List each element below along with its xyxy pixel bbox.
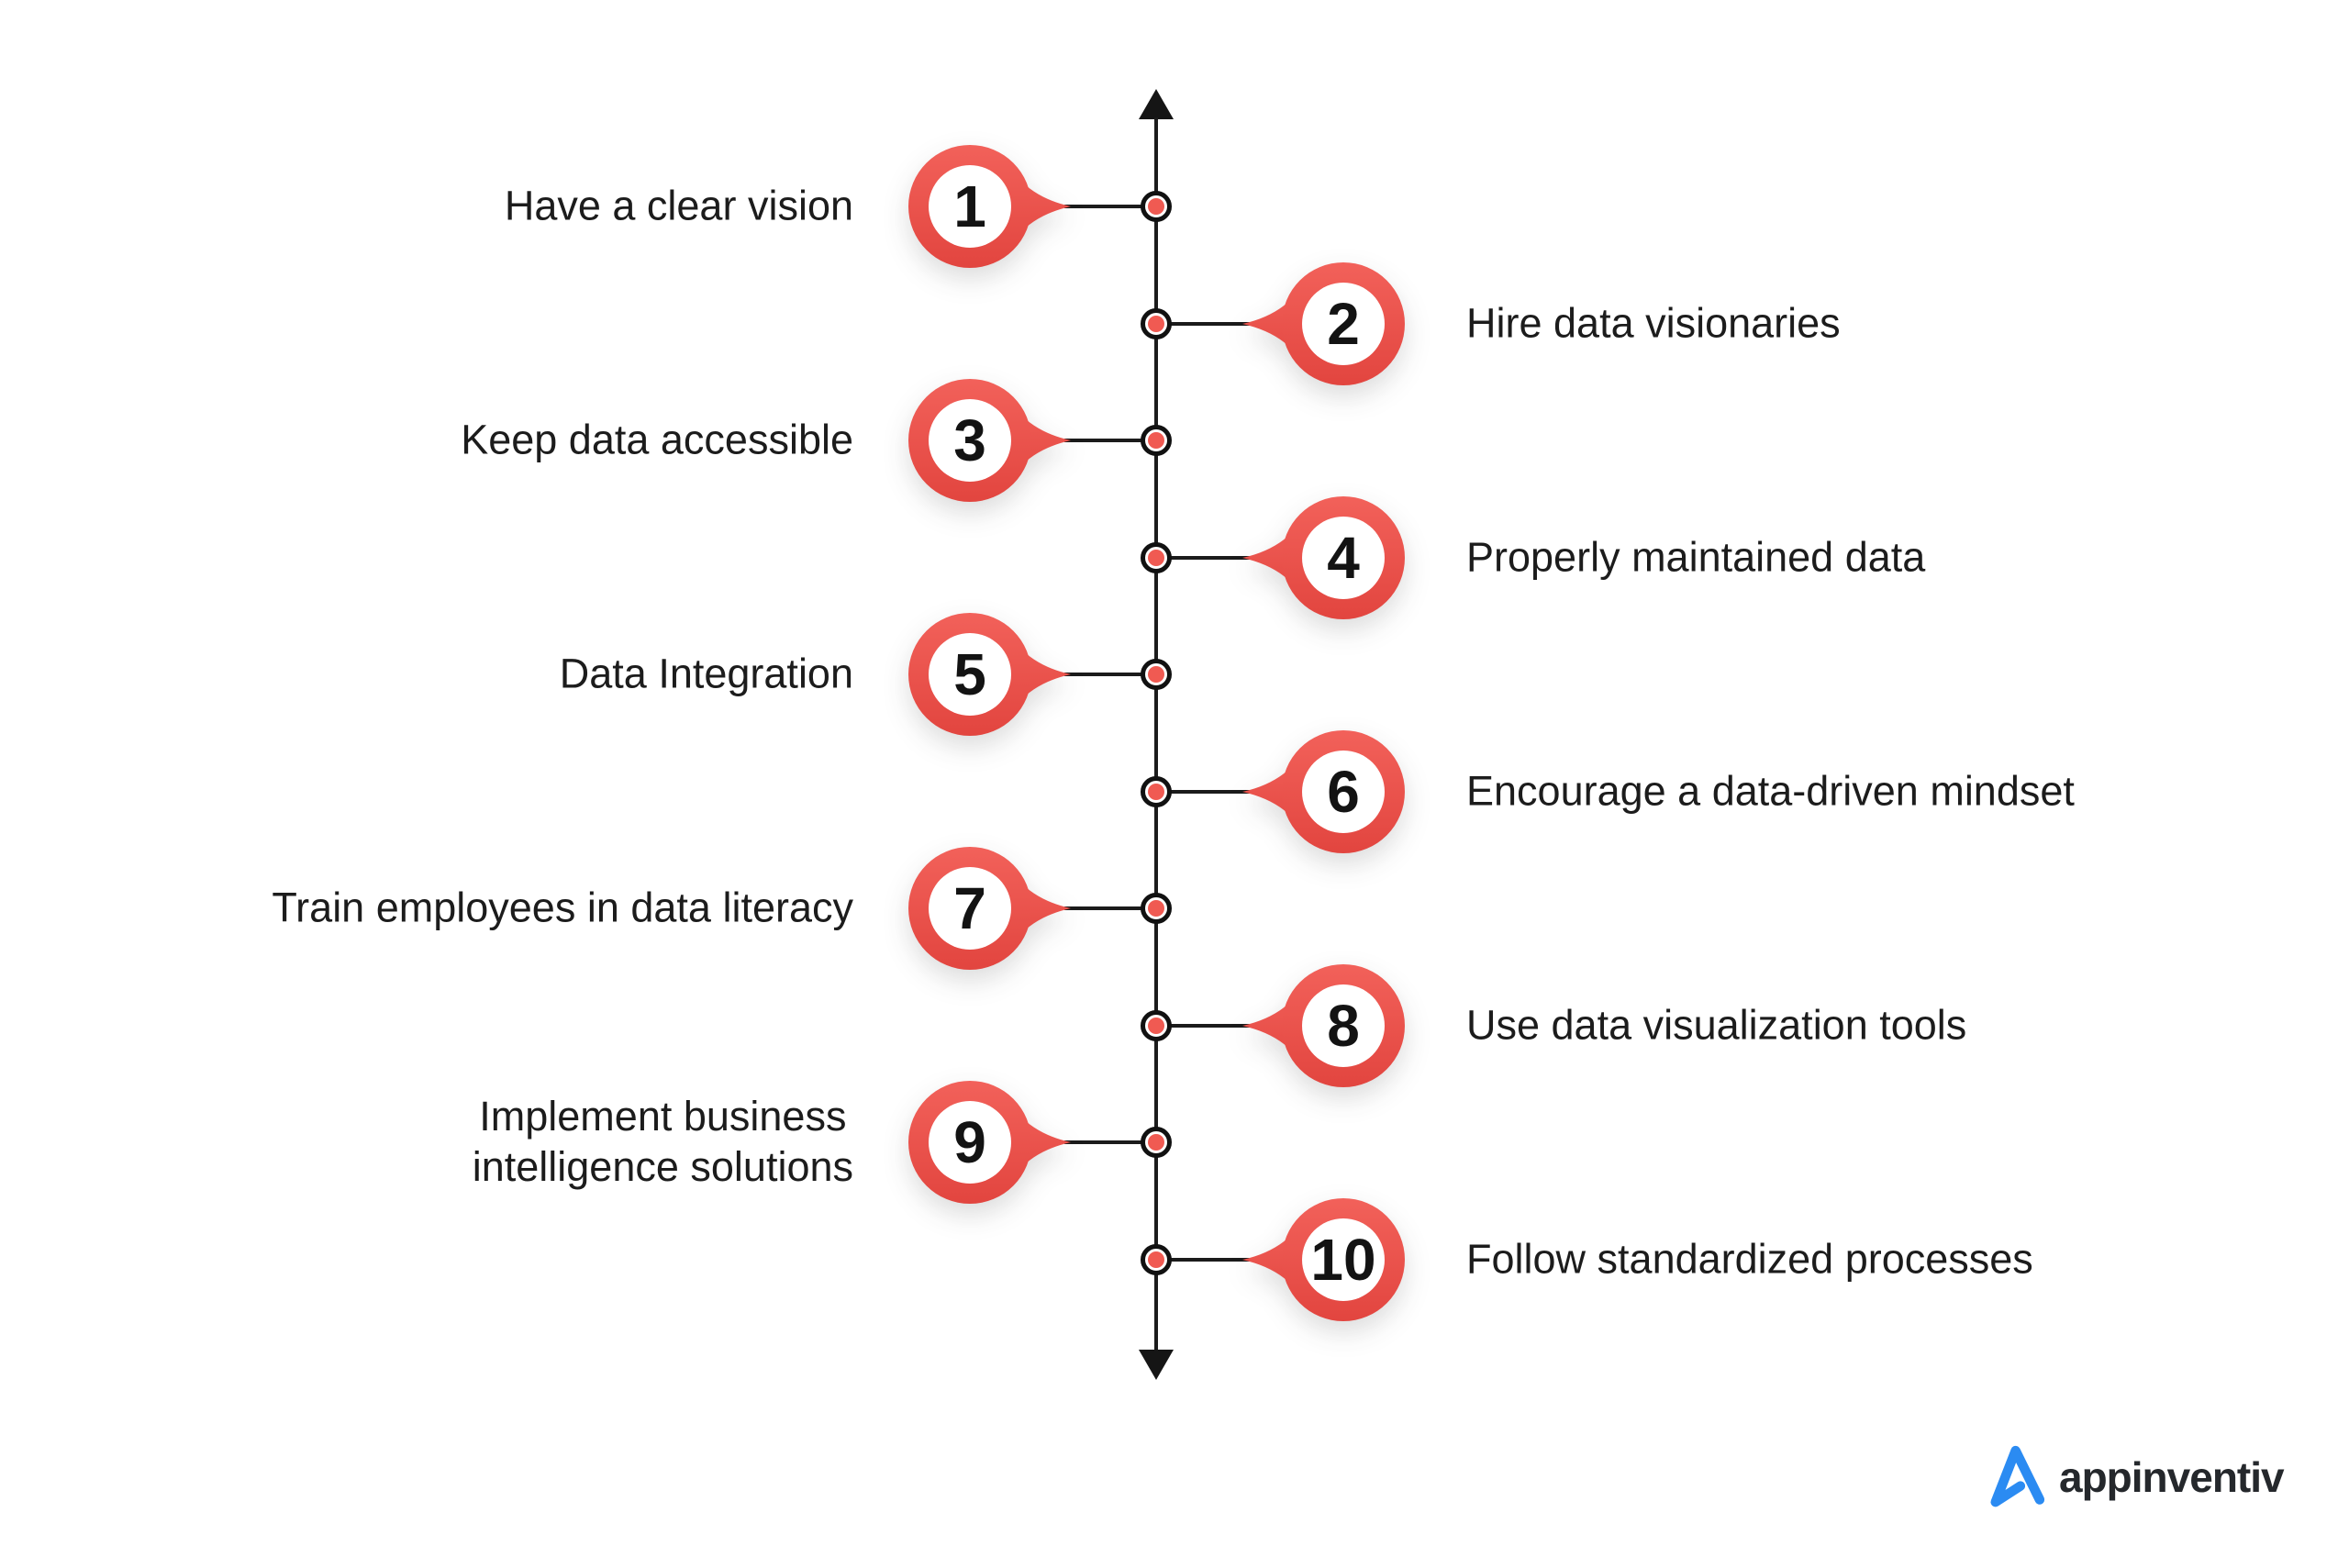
timeline-node <box>1141 1244 1172 1275</box>
step-label: Have a clear vision <box>504 182 853 229</box>
step-number: 9 <box>953 1109 986 1175</box>
timeline-node <box>1141 1010 1172 1041</box>
step-label: Keep data accessible <box>461 416 853 463</box>
step-label: Data Integration <box>559 650 853 697</box>
step-number: 3 <box>953 407 986 473</box>
node-dot <box>1148 432 1164 449</box>
step-connector <box>1158 322 1252 326</box>
step-number: 8 <box>1327 993 1360 1059</box>
step-connector <box>1064 439 1158 442</box>
node-dot <box>1148 900 1164 917</box>
step-number: 6 <box>1327 759 1360 825</box>
node-dot <box>1148 550 1164 566</box>
step-connector <box>1064 673 1158 676</box>
step-connector <box>1158 556 1252 560</box>
timeline-node <box>1141 776 1172 807</box>
node-dot <box>1148 1251 1164 1268</box>
step-connector <box>1064 1140 1158 1144</box>
node-dot <box>1148 666 1164 683</box>
step-connector <box>1158 790 1252 794</box>
step-connector <box>1158 1258 1252 1262</box>
step-label: Implement business intelligence solution… <box>472 1093 853 1190</box>
timeline-node <box>1141 1127 1172 1158</box>
timeline-node <box>1141 659 1172 690</box>
step-number: 2 <box>1327 291 1360 357</box>
step-number: 7 <box>953 875 986 941</box>
logo-text: appinventiv <box>2059 1453 2285 1501</box>
step-number: 1 <box>953 173 986 239</box>
timeline-node <box>1141 308 1172 339</box>
step-label: Hire data visionaries <box>1466 299 1841 347</box>
node-dot <box>1148 1018 1164 1034</box>
step-number: 10 <box>1310 1227 1376 1293</box>
step-label: Properly maintained data <box>1466 533 1926 581</box>
step-connector <box>1064 205 1158 208</box>
axis-arrow-up-icon <box>1139 89 1174 119</box>
node-dot <box>1148 784 1164 800</box>
step-label: Train employees in data literacy <box>272 884 853 931</box>
node-dot <box>1148 316 1164 332</box>
step-label: Encourage a data-driven mindset <box>1466 767 2075 815</box>
timeline-node <box>1141 191 1172 222</box>
node-dot <box>1148 198 1164 215</box>
step-number: 4 <box>1327 525 1360 591</box>
step-label: Follow standardized processes <box>1466 1235 2033 1283</box>
step-label: Use data visualization tools <box>1466 1001 1967 1049</box>
step-connector <box>1158 1024 1252 1028</box>
node-dot <box>1148 1134 1164 1151</box>
step-number: 5 <box>953 641 986 707</box>
step-connector <box>1064 906 1158 910</box>
timeline-axis <box>1154 117 1158 1352</box>
timeline-node <box>1141 425 1172 456</box>
logo: appinventiv <box>1987 1442 2285 1512</box>
logo-mark-icon <box>1990 1445 2045 1507</box>
axis-arrow-down-icon <box>1139 1350 1174 1380</box>
timeline-node <box>1141 893 1172 924</box>
timeline-node <box>1141 542 1172 573</box>
